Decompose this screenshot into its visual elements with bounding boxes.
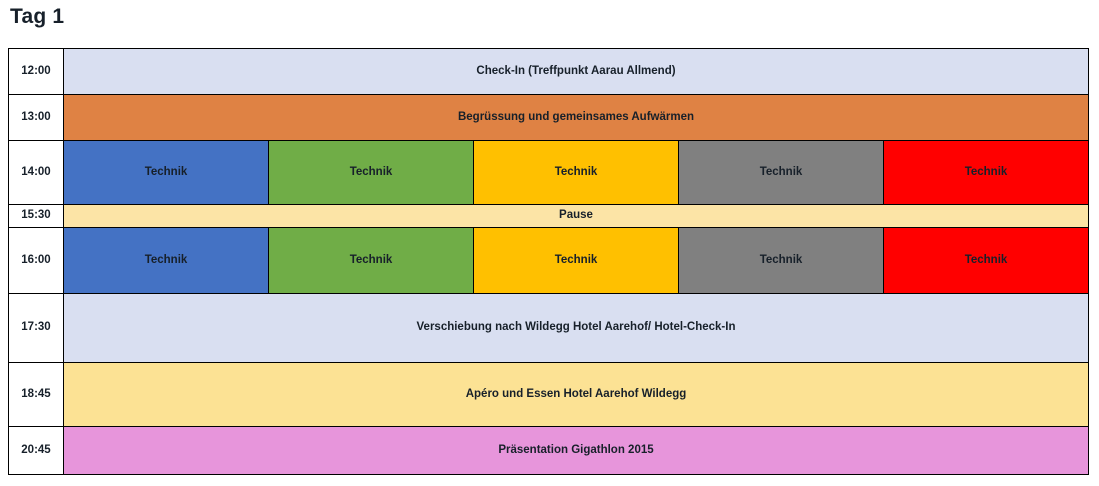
time-label-1300: 13:00 xyxy=(8,94,64,141)
page-title: Tag 1 xyxy=(10,5,65,28)
event-cell-technik-blue-1[interactable]: Technik xyxy=(63,140,269,205)
table-row: 20:45 Präsentation Gigathlon 2015 xyxy=(8,426,1089,475)
table-row: 17:30 Verschiebung nach Wildegg Hotel Aa… xyxy=(8,293,1089,363)
event-cell-verschiebung[interactable]: Verschiebung nach Wildegg Hotel Aarehof/… xyxy=(63,293,1089,363)
table-row: 18:45 Apéro und Essen Hotel Aarehof Wild… xyxy=(8,362,1089,427)
schedule-table-body: 12:00 Check-In (Treffpunkt Aarau Allmend… xyxy=(8,48,1089,475)
event-cell-checkin[interactable]: Check-In (Treffpunkt Aarau Allmend) xyxy=(63,48,1089,95)
event-cell-apero[interactable]: Apéro und Essen Hotel Aarehof Wildegg xyxy=(63,362,1089,427)
table-row: 13:00 Begrüssung und gemeinsames Aufwärm… xyxy=(8,94,1089,141)
time-label-2045: 20:45 xyxy=(8,426,64,475)
event-cell-technik-gold-2[interactable]: Technik xyxy=(473,227,679,294)
time-label-1530: 15:30 xyxy=(8,204,64,228)
time-label-1845: 18:45 xyxy=(8,362,64,427)
event-cell-technik-gold-1[interactable]: Technik xyxy=(473,140,679,205)
table-row: 15:30 Pause xyxy=(8,204,1089,228)
time-label-1200: 12:00 xyxy=(8,48,64,95)
time-label-1600: 16:00 xyxy=(8,227,64,294)
event-cell-technik-gray-2[interactable]: Technik xyxy=(678,227,884,294)
event-cell-technik-blue-2[interactable]: Technik xyxy=(63,227,269,294)
time-label-1730: 17:30 xyxy=(8,293,64,363)
event-cell-technik-green-2[interactable]: Technik xyxy=(268,227,474,294)
event-cell-begruessung[interactable]: Begrüssung und gemeinsames Aufwärmen xyxy=(63,94,1089,141)
time-label-1400: 14:00 xyxy=(8,140,64,205)
event-cell-technik-red-1[interactable]: Technik xyxy=(883,140,1089,205)
event-cell-praesentation[interactable]: Präsentation Gigathlon 2015 xyxy=(63,426,1089,475)
event-cell-technik-gray-1[interactable]: Technik xyxy=(678,140,884,205)
table-row: 16:00 Technik Technik Technik Technik Te… xyxy=(8,227,1089,294)
schedule-table: 12:00 Check-In (Treffpunkt Aarau Allmend… xyxy=(8,48,1089,475)
event-cell-technik-red-2[interactable]: Technik xyxy=(883,227,1089,294)
event-cell-technik-green-1[interactable]: Technik xyxy=(268,140,474,205)
event-cell-pause[interactable]: Pause xyxy=(63,204,1089,228)
table-row: 14:00 Technik Technik Technik Technik Te… xyxy=(8,140,1089,205)
table-row: 12:00 Check-In (Treffpunkt Aarau Allmend… xyxy=(8,48,1089,95)
